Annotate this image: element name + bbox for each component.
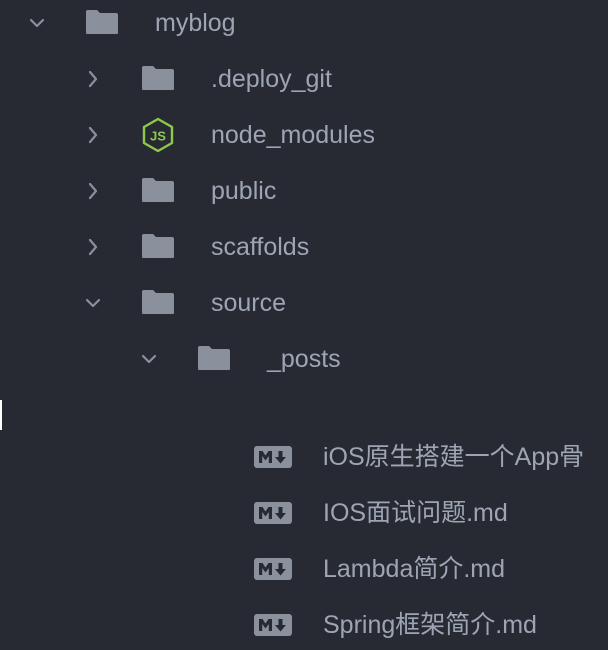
folder-icon — [142, 234, 174, 258]
folder-icon — [142, 290, 174, 314]
tree-item-label: Lambda简介.md — [323, 555, 506, 583]
text-cursor — [0, 400, 2, 430]
chevron-right-icon[interactable] — [85, 69, 101, 89]
tree-item-label: source — [211, 289, 287, 317]
tree-file-spring[interactable]: Spring框架简介.md — [0, 597, 608, 650]
markdown-icon — [254, 558, 292, 580]
tree-item-node-modules[interactable]: JS node_modules — [0, 107, 608, 163]
tree-file-ios-interview[interactable]: IOS面试问题.md — [0, 485, 608, 541]
chevron-down-icon[interactable] — [85, 293, 101, 313]
tree-item-posts[interactable]: _posts — [0, 331, 608, 387]
tree-item-label: myblog — [155, 9, 236, 37]
nodejs-icon: JS — [142, 117, 174, 153]
tree-file-lambda[interactable]: Lambda简介.md — [0, 541, 608, 597]
tree-item-label: node_modules — [211, 121, 376, 149]
markdown-icon — [254, 502, 292, 524]
tree-item-label: _posts — [267, 345, 341, 373]
tree-item-label: scaffolds — [211, 233, 310, 261]
tree-item-myblog[interactable]: myblog — [0, 0, 608, 51]
tree-item-label: IOS面试问题.md — [323, 499, 508, 527]
tree-item-scaffolds[interactable]: scaffolds — [0, 219, 608, 275]
tree-item-label: .deploy_git — [211, 65, 332, 93]
chevron-down-icon[interactable] — [141, 349, 157, 369]
tree-item-deploy-git[interactable]: .deploy_git — [0, 51, 608, 107]
folder-icon — [198, 346, 230, 370]
tree-item-label: iOS原生搭建一个App骨 — [323, 443, 585, 471]
chevron-right-icon[interactable] — [85, 237, 101, 257]
tree-item-label: Spring框架简介.md — [323, 611, 537, 639]
folder-icon — [142, 66, 174, 90]
tree-item-public[interactable]: public — [0, 163, 608, 219]
folder-icon — [86, 10, 118, 34]
tree-item-source[interactable]: source — [0, 275, 608, 331]
chevron-right-icon[interactable] — [85, 125, 101, 145]
tree-file-ios-app[interactable]: iOS原生搭建一个App骨 — [0, 429, 608, 485]
chevron-right-icon[interactable] — [85, 181, 101, 201]
tree-item-label: public — [211, 177, 277, 205]
markdown-icon — [254, 446, 292, 468]
svg-text:JS: JS — [150, 129, 166, 144]
folder-icon — [142, 178, 174, 202]
chevron-down-icon[interactable] — [29, 13, 45, 33]
markdown-icon — [254, 614, 292, 636]
